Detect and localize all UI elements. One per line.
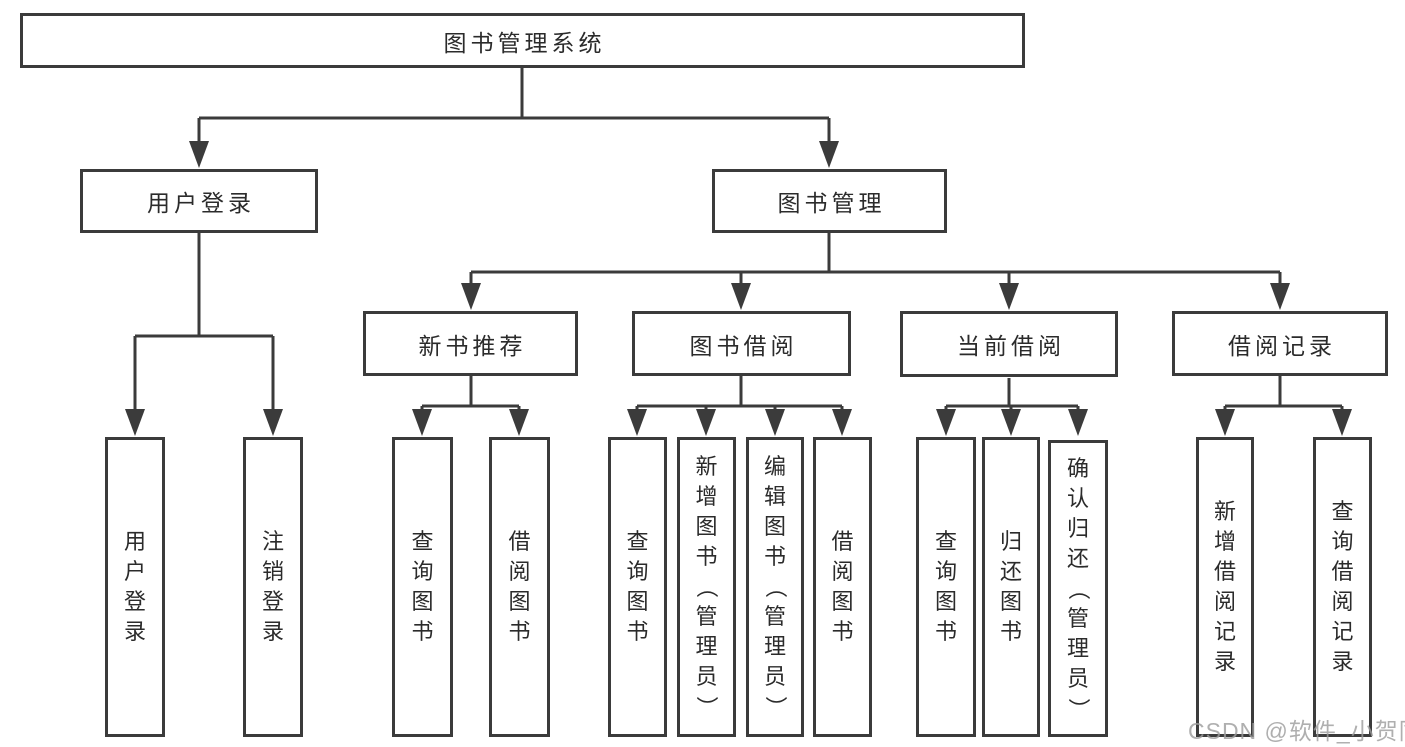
leaf-borrow-books-recommend: 借阅图书 — [489, 437, 550, 737]
leaf-borrow-books-recommend-label: 借阅图书 — [508, 529, 531, 644]
node-library-system-label: 图书管理系统 — [443, 29, 606, 56]
leaf-user-login: 用户登录 — [105, 437, 165, 737]
leaf-query-borrow-record: 查询借阅记录 — [1313, 437, 1372, 737]
leaf-edit-books-admin: 编辑图书（管理员） — [746, 437, 804, 737]
leaf-borrow-books-label: 借阅图书 — [831, 529, 854, 644]
node-book-borrowing-label: 图书借阅 — [689, 332, 798, 359]
csdn-watermark: CSDN @软件_小贺同学 — [1188, 718, 1405, 744]
leaf-query-books-current: 查询图书 — [916, 437, 976, 737]
node-book-management: 图书管理 — [712, 169, 947, 233]
leaf-query-books-recommend: 查询图书 — [392, 437, 453, 737]
node-library-system: 图书管理系统 — [20, 13, 1025, 68]
leaf-edit-books-admin-label: 编辑图书（管理员） — [762, 454, 788, 719]
node-user-login-group: 用户登录 — [80, 169, 318, 233]
node-borrow-records-label: 借阅记录 — [1228, 332, 1336, 359]
leaf-logout-label: 注销登录 — [261, 529, 284, 644]
node-borrow-records: 借阅记录 — [1172, 311, 1388, 376]
node-book-borrowing: 图书借阅 — [632, 311, 851, 376]
leaf-add-borrow-record: 新增借阅记录 — [1196, 437, 1254, 737]
leaf-return-books: 归还图书 — [982, 437, 1040, 737]
leaf-add-books-admin-label: 新增图书（管理员） — [694, 454, 720, 719]
leaf-borrow-books: 借阅图书 — [813, 437, 872, 737]
leaf-query-books-current-label: 查询图书 — [934, 529, 957, 644]
node-current-borrowing: 当前借阅 — [900, 311, 1118, 377]
node-new-book-recommend-label: 新书推荐 — [418, 332, 527, 359]
leaf-logout: 注销登录 — [243, 437, 303, 737]
node-current-borrowing-label: 当前借阅 — [957, 333, 1065, 359]
node-user-login-group-label: 用户登录 — [147, 190, 255, 216]
leaf-query-books-recommend-label: 查询图书 — [411, 529, 434, 644]
leaf-confirm-return-admin-label: 确认归还（管理员） — [1065, 455, 1091, 720]
leaf-query-borrow-record-label: 查询借阅记录 — [1331, 499, 1354, 674]
node-new-book-recommend: 新书推荐 — [363, 311, 578, 376]
leaf-query-books-borrowing-label: 查询图书 — [626, 529, 649, 644]
leaf-query-books-borrowing: 查询图书 — [608, 437, 667, 737]
leaf-user-login-label: 用户登录 — [123, 529, 146, 644]
leaf-add-books-admin: 新增图书（管理员） — [677, 437, 736, 737]
leaf-confirm-return-admin: 确认归还（管理员） — [1048, 440, 1108, 737]
node-book-management-label: 图书管理 — [777, 190, 886, 216]
leaf-return-books-label: 归还图书 — [999, 529, 1022, 644]
leaf-add-borrow-record-label: 新增借阅记录 — [1213, 499, 1236, 674]
